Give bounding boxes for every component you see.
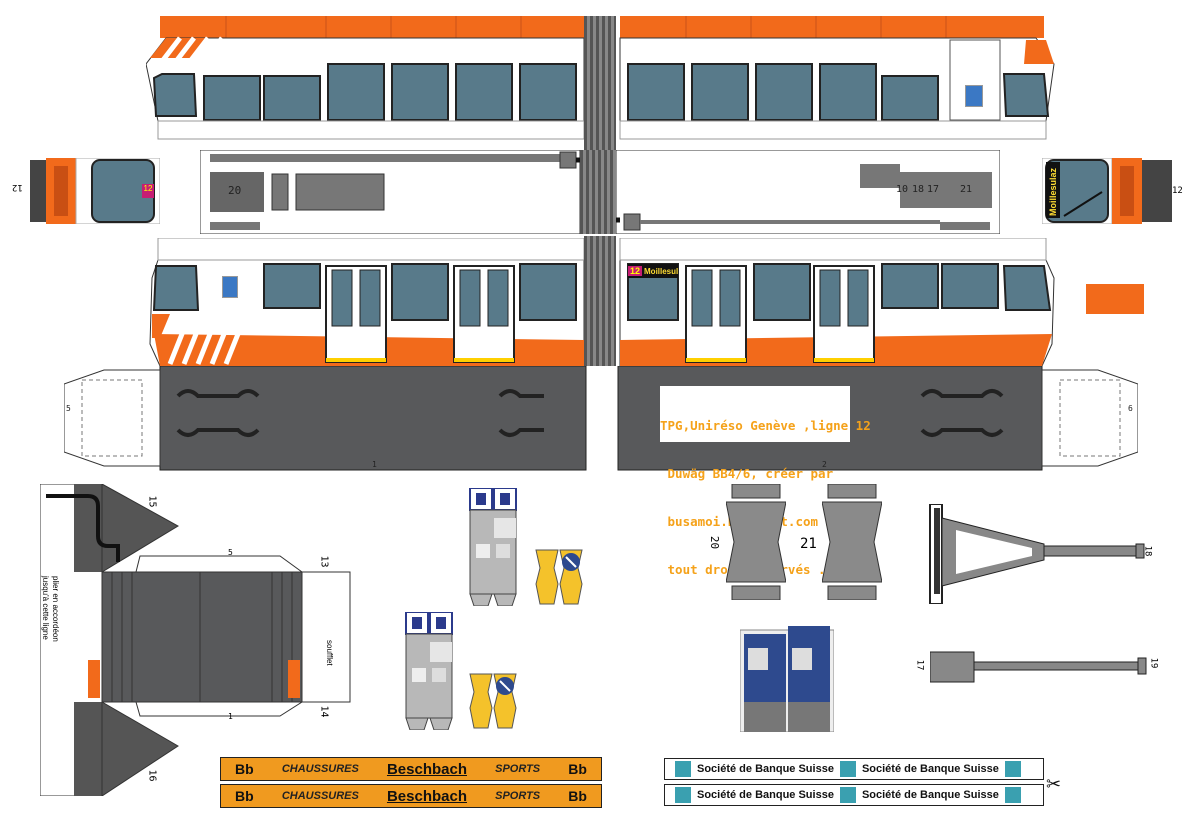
ad-logo-2: Bb	[568, 761, 587, 777]
bogie-20-drawing	[725, 483, 787, 601]
ad-brand: Beschbach	[386, 787, 467, 805]
bank-key-icon	[1004, 761, 1021, 777]
direction-arrow-icon	[468, 672, 518, 730]
direction-sign-bottom-drawing	[469, 673, 517, 729]
bank-name: Société de Banque Suisse	[697, 763, 834, 775]
bank-key-icon	[839, 787, 856, 803]
side-destination-name: Moillesulaz	[644, 266, 678, 276]
bank-name-2: Société de Banque Suisse	[861, 763, 999, 775]
tram-side-lower	[146, 237, 1058, 367]
bogie-20	[725, 483, 787, 601]
bank-key-icon	[675, 761, 691, 777]
geneva-crest-icon	[222, 276, 238, 298]
bellows-net	[39, 483, 370, 797]
roof-part-number-21: 21	[960, 184, 973, 195]
coupler-part-number-17: 17	[914, 659, 925, 671]
roof-articulation	[580, 150, 616, 234]
bogie-20-number: 20	[708, 535, 722, 550]
front-end-right	[1041, 157, 1172, 225]
side-route-number: 12	[628, 266, 643, 276]
net-part-number-5: 5	[228, 548, 233, 557]
front-right-part-number: 12	[1172, 186, 1183, 196]
ticket-machine-top	[468, 487, 518, 607]
pantograph-arm-drawing	[929, 503, 1145, 605]
articulation-bellows-upper	[584, 16, 616, 152]
articulation-bellows-lower	[584, 236, 616, 366]
ticket-vending-machine-drawing	[739, 626, 835, 733]
credit-box: TPG,Uniréso Genève ,ligne 12 Duwäg BB4/6…	[660, 386, 871, 577]
net-part-number-1: 1	[228, 712, 233, 721]
chassis	[63, 365, 1139, 472]
chassis-part-number-6: 6	[1128, 404, 1133, 413]
scissors-icon: ✂	[1046, 774, 1062, 794]
credit-line-2: Duwäg BB4/6, créer par	[660, 466, 834, 481]
net-part-number-16: 16	[146, 769, 158, 782]
chassis-drawing	[63, 365, 1139, 471]
bellows-net-drawing	[39, 483, 351, 797]
bank-key-icon	[839, 761, 856, 777]
ad-logo: Bb	[235, 761, 254, 777]
tram-roof	[199, 149, 1001, 235]
orange-patch	[1086, 284, 1144, 314]
route-number: 12	[143, 184, 153, 193]
net-part-number-13: 13	[318, 555, 330, 568]
roof-part-number-10: 10	[896, 184, 909, 195]
bank-strip-1: Société de Banque Suisse Société de Banq…	[664, 758, 1044, 780]
ad-left-text: CHAUSSURES	[281, 790, 359, 802]
bogie-21-number: 21	[800, 536, 817, 552]
chassis-part-number-5: 5	[66, 404, 71, 413]
front-left-part-number: 12	[12, 182, 23, 192]
bank-strip-2: Société de Banque Suisse Société de Banq…	[664, 784, 1044, 806]
bank-key-icon	[1004, 787, 1021, 803]
tram-roof-drawing	[199, 149, 1001, 235]
front-end-left	[30, 157, 161, 225]
net-part-number-14: 14	[318, 705, 330, 718]
ticket-vending-machine	[739, 620, 835, 733]
ad-strip-2: Bb CHAUSSURES Beschbach SPORTS Bb	[220, 784, 602, 808]
coupler-bar-drawing	[929, 651, 1147, 683]
tram-side-upper-drawing	[145, 16, 1055, 140]
roof-part-number-17: 17	[927, 184, 940, 195]
roof-part-number-18: 18	[912, 184, 925, 195]
tram-side-lower-drawing	[149, 237, 1055, 367]
geneva-crest-icon	[965, 85, 983, 107]
ad-brand: Beschbach	[386, 760, 467, 778]
coupler-bar	[929, 648, 1150, 688]
ad-right-text: SPORTS	[495, 763, 541, 775]
front-end-right-destination: Moillesulaz	[1046, 162, 1060, 218]
direction-sign-top-drawing	[535, 549, 583, 605]
ad-strip-1: Bb CHAUSSURES Beschbach SPORTS Bb	[220, 757, 602, 781]
chassis-part-number-1: 1	[372, 460, 377, 469]
ad-right-text: SPORTS	[495, 790, 541, 802]
ticket-machine-bottom	[404, 611, 454, 731]
ad-logo-2: Bb	[568, 788, 587, 804]
bank-key-icon	[675, 787, 691, 803]
ticket-machine-bottom-drawing	[405, 611, 453, 731]
ad-left-text: CHAUSSURES	[281, 763, 359, 775]
arm-part-number-18: 18	[1142, 545, 1153, 557]
bank-name: Société de Banque Suisse	[697, 789, 834, 801]
credit-line-1: TPG,Uniréso Genève ,ligne 12	[660, 418, 871, 433]
side-destination-display: 12 Moillesulaz	[628, 264, 678, 278]
pantograph-arm	[926, 503, 1150, 605]
ad-logo: Bb	[235, 788, 254, 804]
tram-stop-icon	[534, 548, 584, 606]
ticket-machine-top-drawing	[469, 487, 517, 607]
tram-side-upper	[145, 16, 1058, 146]
net-part-number-15: 15	[146, 495, 158, 508]
chassis-part-number-2: 2	[822, 460, 827, 469]
coupler-part-number-19: 19	[1148, 657, 1159, 669]
fold-instruction: plier en accordéon jusqu'à cette ligne	[41, 576, 60, 642]
front-end-left-drawing	[30, 157, 161, 225]
destination-name: Moillesulaz	[1048, 167, 1058, 216]
front-end-left-route: 12	[142, 184, 154, 198]
bank-name-2: Société de Banque Suisse	[861, 789, 999, 801]
roof-part-number-20: 20	[228, 184, 242, 197]
bogie-21	[821, 483, 883, 601]
fold-label: soufflet	[325, 640, 334, 666]
bogie-21-drawing	[821, 483, 883, 601]
front-end-right-drawing	[1041, 157, 1172, 225]
